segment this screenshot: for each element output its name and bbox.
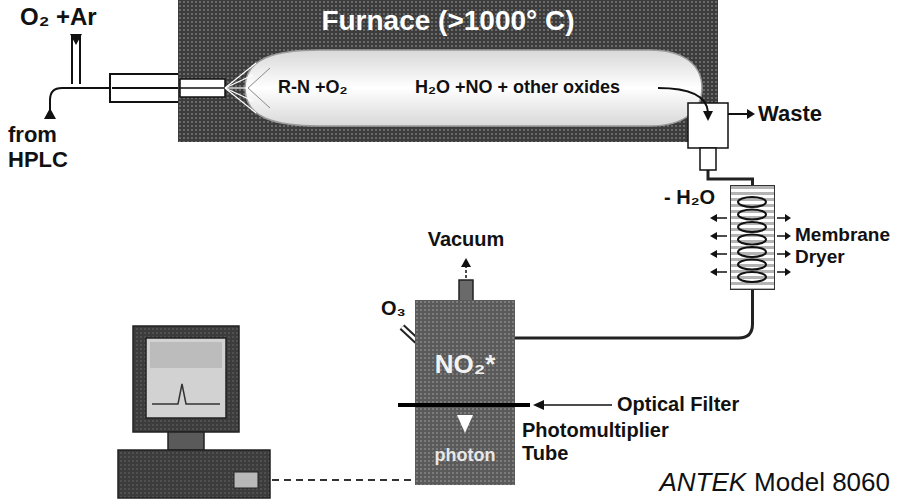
reaction-tube-shape	[180, 48, 730, 170]
signal-cable	[272, 479, 413, 481]
photomultiplier-tube: photonPhotomultiplier Tube	[415, 407, 515, 485]
vacuum-arrowhead	[461, 258, 471, 267]
hplc-label: from HPLC	[8, 122, 68, 173]
flow-arrowhead	[703, 111, 713, 121]
vacuum-arrow	[465, 266, 467, 278]
water-label: - H₂O	[664, 186, 715, 209]
tube-connector	[515, 290, 753, 338]
drawing-line	[716, 253, 727, 255]
inner-line	[180, 87, 225, 89]
spray-line	[225, 88, 256, 113]
drawing-polygon	[785, 250, 791, 258]
monitor-stand	[168, 432, 204, 450]
drawing-polygon	[710, 214, 717, 222]
drawing-line	[716, 235, 727, 237]
brand-label: ANTEK	[659, 468, 746, 498]
dryer-coil	[738, 197, 766, 207]
drive-slot	[234, 472, 258, 488]
drawing-line	[716, 217, 727, 219]
computer-base	[118, 450, 270, 498]
screen-trace	[152, 384, 220, 404]
ozone-label: O₃	[381, 297, 406, 320]
drawing-polygon	[710, 232, 717, 240]
furnace-box: Furnace (>1000° C) R-N +O₂ H₂O +NO + other…	[178, 0, 718, 142]
dryer-coil	[738, 247, 766, 257]
inlet-line	[112, 87, 180, 89]
vacuum-pipe	[459, 280, 473, 301]
drawing-line	[777, 235, 785, 237]
dryer-coil	[738, 210, 766, 220]
gas-pipe	[79, 36, 81, 84]
dryer-label: Membrane Dryer	[795, 224, 890, 268]
tube-outline	[245, 50, 702, 126]
drawing-polygon	[785, 232, 791, 240]
drawing-polygon	[710, 250, 717, 258]
spray-line	[225, 75, 253, 88]
dryer-coil	[738, 272, 766, 282]
filter-label: Optical Filter	[617, 393, 739, 416]
inner-sleeve	[180, 79, 225, 97]
furnace-title: Furnace (>1000° C)	[321, 5, 574, 37]
pmt-label: Photomultiplier Tube	[522, 419, 669, 465]
dryer-coil	[738, 222, 766, 232]
drawing-polygon	[785, 214, 791, 222]
species-text: NO₂*	[435, 350, 496, 380]
monitor-screen	[146, 338, 226, 418]
waste-label: Waste	[758, 101, 822, 126]
membrane-dryer: Membrane Dryer	[730, 185, 775, 290]
flow-arrow	[658, 88, 708, 112]
outlet-pipe	[700, 148, 716, 170]
inlet-sleeve	[110, 74, 180, 102]
drawing-line	[777, 253, 785, 255]
photon-arrow	[457, 415, 473, 433]
waste-arrowhead	[747, 109, 755, 119]
vacuum-label: Vacuum	[428, 228, 505, 251]
products-text: H₂O +NO + other oxides	[415, 77, 620, 98]
drawing-polygon	[785, 268, 791, 276]
model-label: Model 8060	[754, 468, 890, 498]
drawing-line	[777, 217, 785, 219]
drawing-line	[716, 271, 727, 273]
membrane-dryer-shape	[731, 186, 776, 291]
monitor	[133, 326, 239, 432]
hplc-line	[50, 88, 112, 112]
spray-line	[225, 63, 256, 88]
photon-text: photon	[435, 445, 496, 466]
dryer-coil	[738, 260, 766, 270]
spray-line	[248, 88, 270, 108]
filter-arrowhead	[533, 400, 544, 410]
spray-line	[248, 68, 270, 88]
drawing-line	[777, 271, 785, 273]
gas-arrow	[70, 34, 82, 45]
tube-connector	[708, 170, 753, 185]
reaction-tube: R-N +O₂ H₂O +NO + other oxides	[180, 48, 730, 170]
hplc-arrow	[44, 108, 56, 119]
screen-band	[150, 342, 222, 368]
waste-arrow	[728, 113, 748, 115]
drawing-polygon	[710, 268, 717, 276]
gas-pipe	[71, 36, 73, 84]
reaction-chamber: NO₂*	[415, 300, 515, 403]
reactants-text: R-N +O₂	[278, 77, 348, 98]
gas-label: O₂ +Ar	[20, 3, 97, 31]
filter-leader	[542, 404, 612, 406]
dryer-coil	[738, 235, 766, 245]
